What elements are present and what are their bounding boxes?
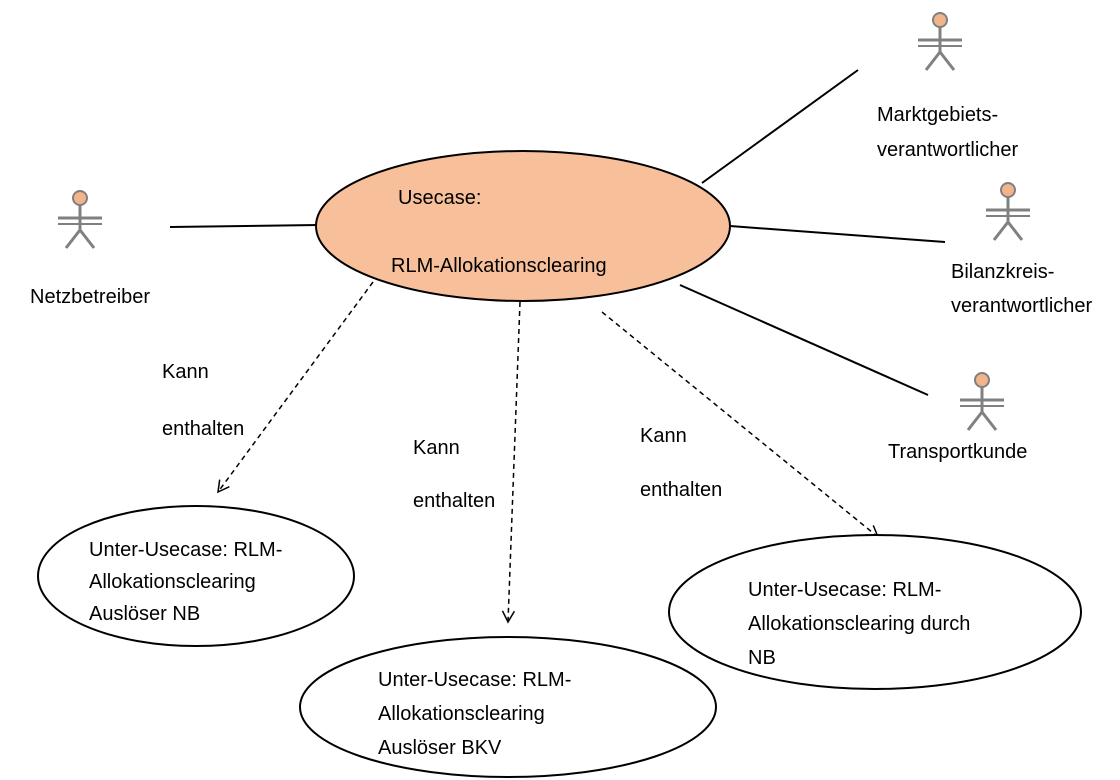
sub-usecase-bkv-line-2: Allokationsclearing <box>378 703 545 725</box>
sub-usecase-durch-line-2: Allokationsclearing durch <box>748 613 971 635</box>
sub-usecase-durch-line-1: Unter-Usecase: RLM- <box>748 579 942 601</box>
actor-netzbetreiber-label: Netzbetreiber <box>30 286 151 308</box>
relation-right-label-2: enthalten <box>640 479 723 501</box>
include-arrow-bkv <box>501 301 521 624</box>
actor-transportkunde-icon <box>958 371 1006 432</box>
include-arrow-nb <box>217 281 374 494</box>
actor-marktgebiet-icon <box>916 11 964 72</box>
relation-right-label-1: Kann <box>640 425 687 447</box>
sub-usecase-bkv-line-1: Unter-Usecase: RLM- <box>378 669 572 691</box>
sub-usecase-nb-line-2: Allokationsclearing <box>89 571 256 593</box>
actor-netzbetreiber-icon <box>56 189 104 250</box>
actor-bilanzkreis-icon <box>984 181 1032 242</box>
association-transportkunde <box>679 284 929 396</box>
main-usecase-ellipse <box>315 150 731 302</box>
sub-usecase-durch-ellipse <box>668 534 1082 690</box>
association-marktgebiet <box>701 69 859 184</box>
sub-usecase-nb-line-1: Unter-Usecase: RLM- <box>89 539 283 561</box>
relation-middle-label-1: Kann <box>413 437 460 459</box>
sub-usecase-bkv-line-3: Auslöser BKV <box>378 737 502 759</box>
relation-middle-label-2: enthalten <box>413 490 496 512</box>
actor-marktgebiet-label-1: Marktgebiets- <box>877 104 999 126</box>
sub-usecase-nb-line-3: Auslöser NB <box>89 603 201 625</box>
actor-bilanzkreis-label-1: Bilanzkreis- <box>951 261 1055 283</box>
sub-usecase-durch-line-3: NB <box>748 647 776 669</box>
association-bilanzkreis <box>729 225 946 243</box>
association-netzbetreiber <box>169 224 319 228</box>
sub-usecase-bkv-ellipse <box>299 636 717 778</box>
relation-left-label-2: enthalten <box>162 418 245 440</box>
actor-transportkunde-label: Transportkunde <box>888 441 1028 463</box>
main-usecase-title: Usecase: <box>398 187 482 209</box>
actor-marktgebiet-label-2: verantwortlicher <box>877 139 1019 161</box>
main-usecase-name: RLM-Allokationsclearing <box>391 255 607 277</box>
actor-bilanzkreis-label-2: verantwortlicher <box>951 295 1093 317</box>
relation-left-label-1: Kann <box>162 361 209 383</box>
sub-usecase-nb-ellipse <box>37 505 355 647</box>
